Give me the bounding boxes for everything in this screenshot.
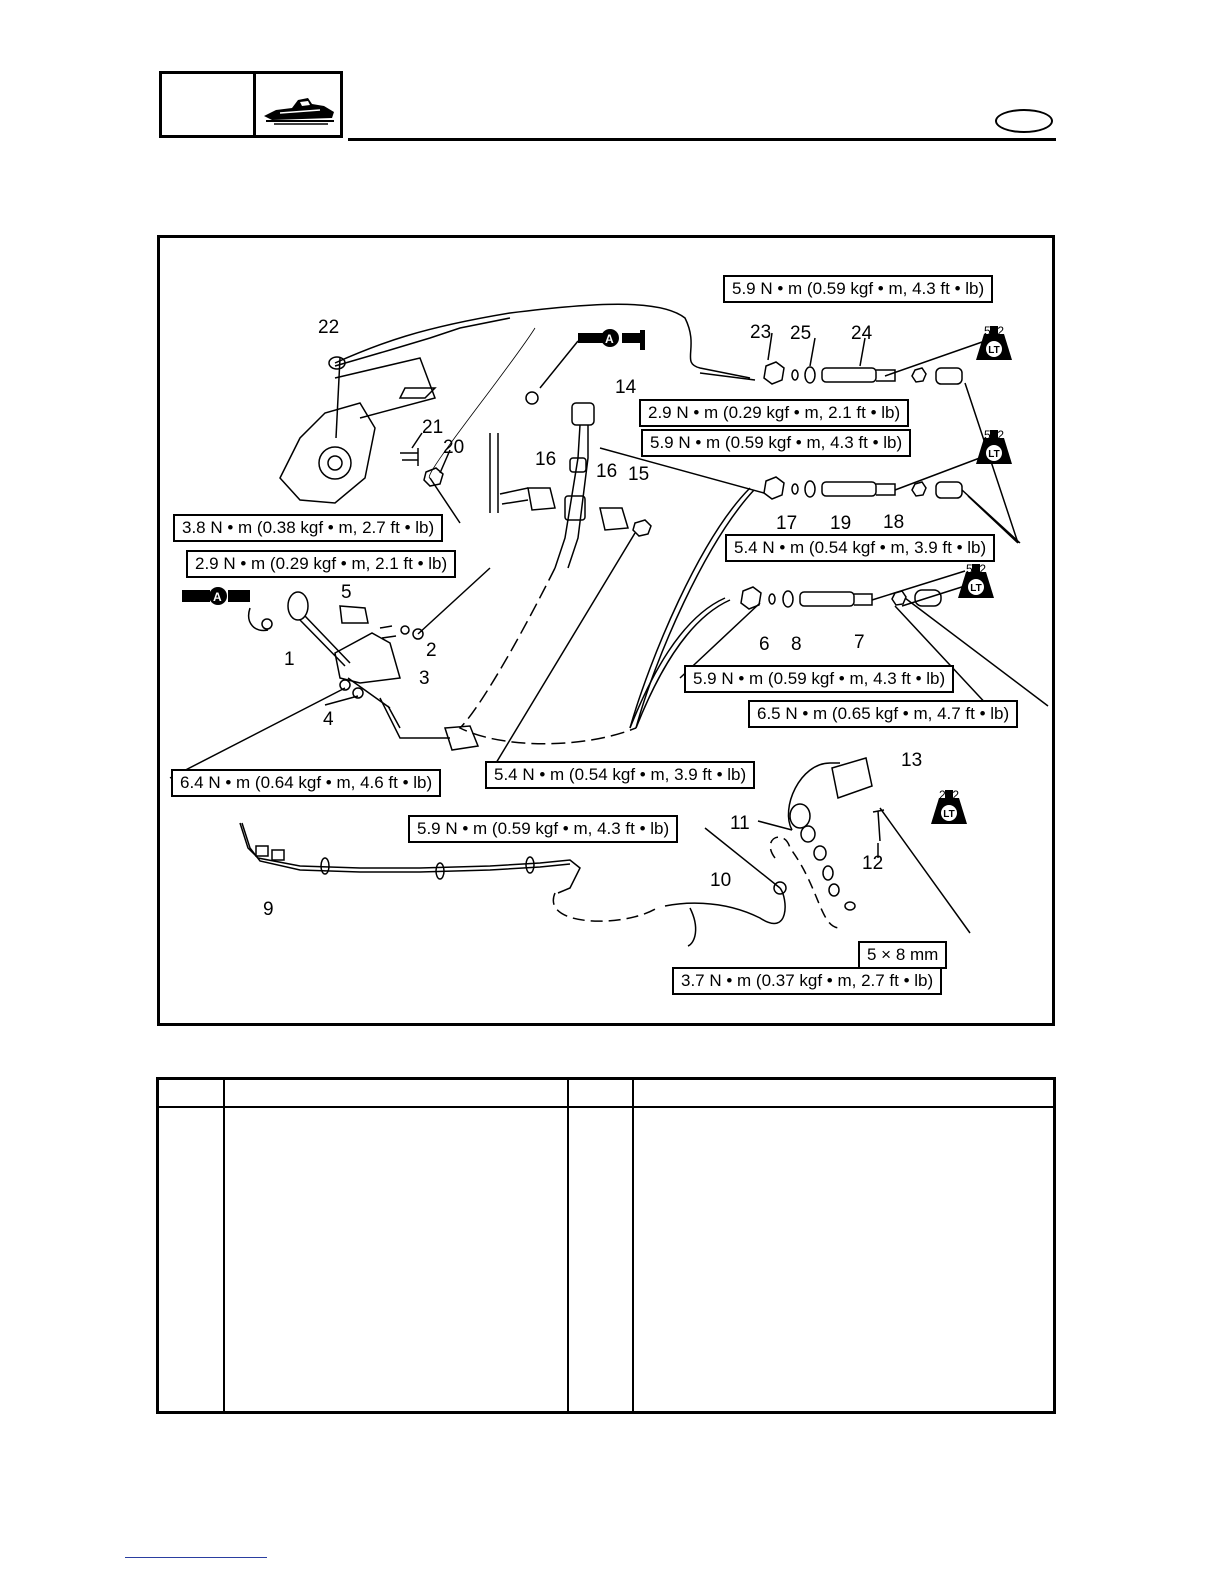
- footer-link-underline[interactable]: [125, 1557, 267, 1558]
- torque-label: 2.9 N • m (0.29 kgf • m, 2.1 ft • lb): [639, 399, 910, 427]
- locking-agent-symbol: LT 572: [974, 324, 1014, 360]
- part-number: 10: [710, 870, 732, 891]
- chapter-tab-divider: [253, 74, 256, 135]
- table-column-rule: [567, 1080, 569, 1411]
- locking-agent-symbol: LT 572: [974, 428, 1014, 464]
- torque-label: 6.5 N • m (0.65 kgf • m, 4.7 ft • lb): [748, 700, 1019, 728]
- part-number: 16: [596, 461, 618, 482]
- part-number: 1: [284, 649, 295, 670]
- part-number: 11: [730, 813, 750, 834]
- svg-text:LT: LT: [988, 345, 999, 356]
- part-number: 25: [790, 323, 812, 344]
- table-column-rule: [223, 1080, 225, 1411]
- svg-text:LT: LT: [970, 583, 981, 594]
- part-number: 22: [318, 317, 340, 338]
- table-header-rule: [159, 1106, 1053, 1108]
- part-number: 12: [862, 853, 884, 874]
- part-number: 18: [883, 512, 905, 533]
- part-number: 15: [628, 464, 650, 485]
- torque-label: 3.8 N • m (0.38 kgf • m, 2.7 ft • lb): [173, 514, 444, 542]
- parts-table: [156, 1077, 1056, 1414]
- torque-label: 5.9 N • m (0.59 kgf • m, 4.3 ft • lb): [641, 429, 912, 457]
- svg-text:A: A: [213, 590, 222, 604]
- part-number: 2: [426, 640, 437, 661]
- part-number: 20: [443, 437, 465, 458]
- part-number: 17: [776, 513, 798, 534]
- torque-label: 5.9 N • m (0.59 kgf • m, 4.3 ft • lb): [684, 665, 955, 693]
- part-number: 9: [263, 899, 274, 920]
- svg-text:LT: LT: [943, 809, 954, 820]
- part-number: 5: [341, 582, 352, 603]
- lt-bottle-icon: LT: [976, 430, 1012, 464]
- torque-label: 5.4 N • m (0.54 kgf • m, 3.9 ft • lb): [725, 534, 996, 562]
- part-number: 7: [854, 632, 865, 653]
- connector-a-marks: [182, 329, 645, 605]
- diagram-drawing: A A: [169, 303, 1049, 947]
- part-number: 23: [750, 322, 772, 343]
- part-number: 24: [851, 323, 873, 344]
- table-column-rule: [632, 1080, 634, 1411]
- part-number: 4: [323, 709, 334, 730]
- lt-bottle-icon: LT: [958, 564, 994, 598]
- locking-agent-symbol: LT 242: [929, 788, 969, 824]
- torque-label: 5.9 N • m (0.59 kgf • m, 4.3 ft • lb): [723, 275, 994, 303]
- torque-label: 6.4 N • m (0.64 kgf • m, 4.6 ft • lb): [171, 769, 442, 797]
- part-number: 3: [419, 668, 430, 689]
- part-number: 19: [830, 513, 852, 534]
- part-number: 16: [535, 449, 557, 470]
- jet-ski-icon: [264, 98, 334, 125]
- size-label: 5 × 8 mm: [858, 941, 948, 969]
- exploded-diagram: A A 5.9 N • m (0.59 kgf • m, 4.3 ft • lb…: [157, 235, 1055, 1026]
- part-number: 21: [422, 417, 444, 438]
- part-number: 8: [791, 634, 802, 655]
- lt-bottle-icon: LT: [976, 326, 1012, 360]
- chapter-tab: [159, 71, 343, 138]
- torque-label: 3.7 N • m (0.37 kgf • m, 2.7 ft • lb): [672, 967, 943, 995]
- locking-agent-symbol: LT 572: [956, 562, 996, 598]
- torque-label: 5.4 N • m (0.54 kgf • m, 3.9 ft • lb): [485, 761, 756, 789]
- part-number: 14: [615, 377, 637, 398]
- torque-label: 2.9 N • m (0.29 kgf • m, 2.1 ft • lb): [186, 550, 457, 578]
- header-rule: [348, 138, 1056, 141]
- svg-text:LT: LT: [988, 449, 999, 460]
- part-number: 6: [759, 634, 770, 655]
- torque-label: 5.9 N • m (0.59 kgf • m, 4.3 ft • lb): [408, 815, 679, 843]
- language-oval: [995, 109, 1053, 133]
- lt-bottle-icon: LT: [931, 790, 967, 824]
- svg-text:A: A: [605, 332, 614, 346]
- part-number: 13: [901, 750, 923, 771]
